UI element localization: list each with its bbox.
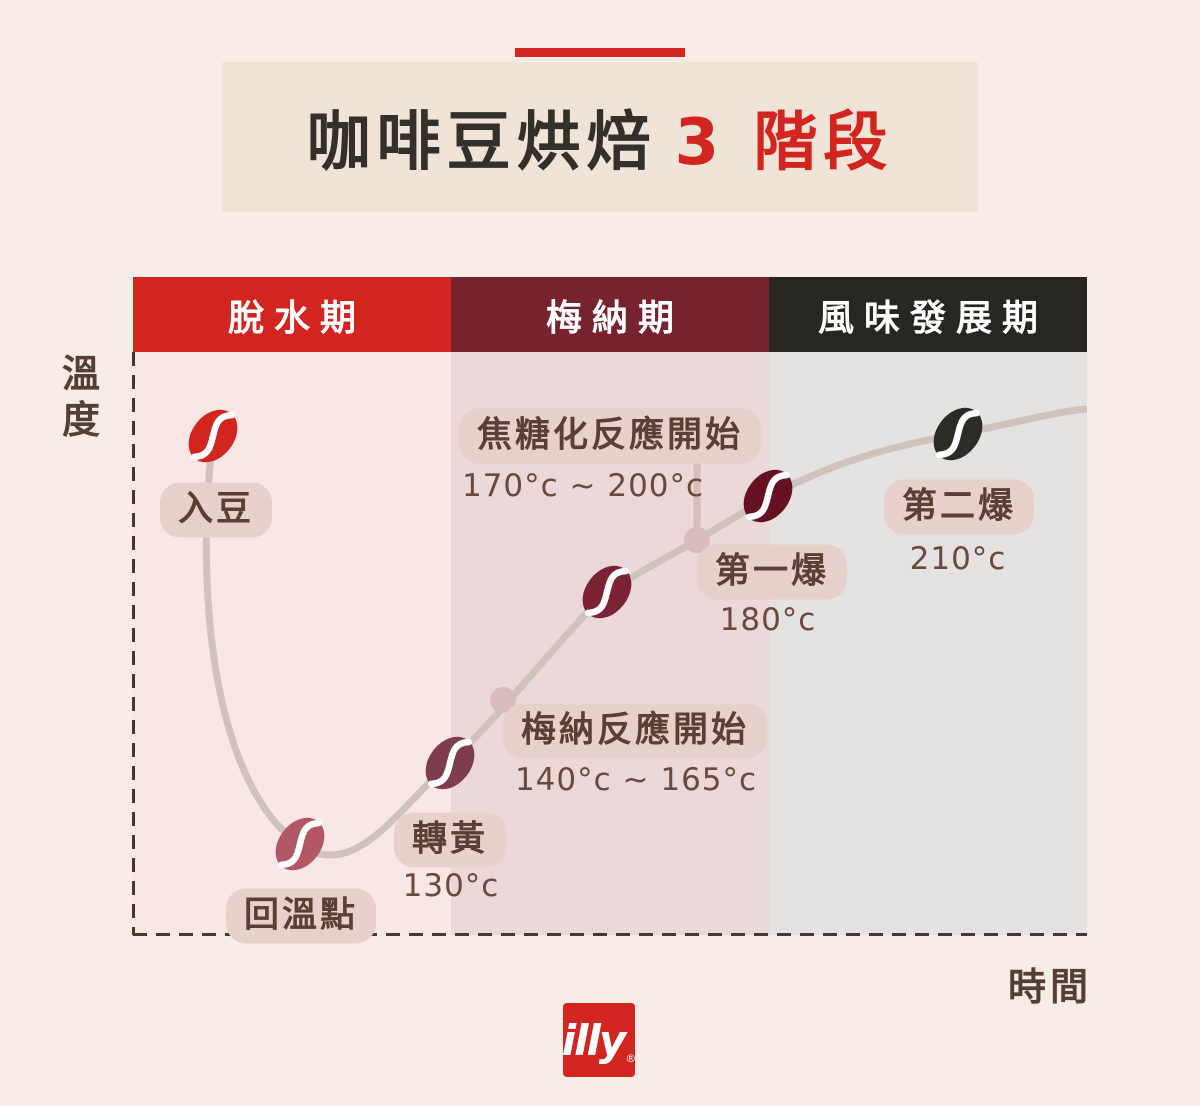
milestone-badge-second-crack: 第二爆	[883, 479, 1035, 535]
temp-yellowing: 130°c	[402, 868, 500, 904]
title-highlight: 3 階段	[674, 106, 894, 180]
time-axis-line	[133, 933, 1087, 936]
registered-mark: ®	[625, 1052, 637, 1065]
illy-logo-text: illy	[561, 1015, 627, 1065]
coffee-bean-icon	[268, 812, 332, 876]
milestone-badge-turning-point: 回溫點	[225, 888, 377, 944]
illy-logo: illy®	[561, 1003, 637, 1077]
coffee-bean-icon	[736, 464, 800, 528]
stage-header-row: 脫水期 梅納期 風味發展期	[133, 277, 1087, 352]
coffee-bean-icon	[575, 560, 639, 624]
temperature-axis-line	[132, 352, 135, 935]
milestone-badge-caramelization-start: 焦糖化反應開始	[458, 408, 762, 464]
temp-first-crack: 180°c	[719, 602, 817, 638]
y-axis-label: 溫度	[62, 352, 101, 442]
stage-header-maillard: 梅納期	[451, 277, 769, 352]
x-axis-label: 時間	[1008, 965, 1093, 1009]
coffee-bean-icon	[926, 402, 990, 466]
temp-second-crack: 210°c	[909, 541, 1007, 577]
title-accent-bar	[515, 48, 685, 57]
temp-caramelization-range: 170°c ~ 200°c	[461, 468, 705, 504]
caramelization-node-dot	[684, 527, 710, 553]
maillard-node-dot	[490, 687, 516, 713]
temp-maillard-range: 140°c ~ 165°c	[514, 762, 758, 798]
stage-header-dehydration: 脫水期	[133, 277, 451, 352]
milestone-badge-maillard-start: 梅納反應開始	[502, 703, 768, 759]
coffee-bean-icon	[418, 731, 482, 795]
coffee-bean-icon	[181, 404, 245, 468]
milestone-badge-yellowing: 轉黃	[393, 812, 507, 868]
panel-development	[769, 352, 1087, 935]
milestone-badge-bean-entry: 入豆	[159, 482, 273, 538]
stage-header-development: 風味發展期	[769, 277, 1087, 352]
milestone-badge-first-crack: 第一爆	[696, 544, 848, 600]
title-main: 咖啡豆烘焙	[306, 106, 657, 180]
